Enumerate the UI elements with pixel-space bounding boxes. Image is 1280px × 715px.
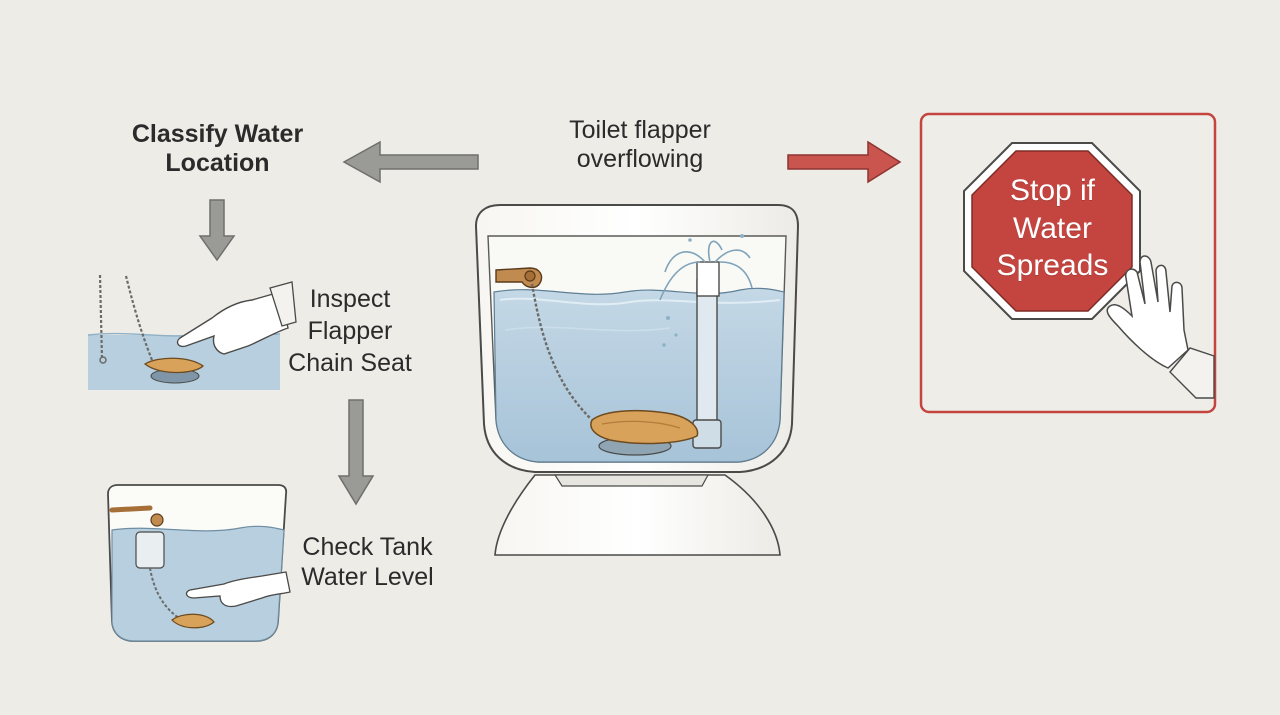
check-tank-illustration xyxy=(107,484,291,642)
step-classify-label: Classify Water Location xyxy=(131,120,304,177)
step-inspect-label: Inspect Flapper Chain Seat xyxy=(288,285,412,377)
step-check-label: Check Tank Water Level xyxy=(301,533,434,591)
hand-icon xyxy=(1106,255,1215,399)
water-spray xyxy=(659,240,753,301)
arrow-to-warning xyxy=(787,140,902,184)
warning-panel xyxy=(919,112,1217,414)
stop-sign-icon xyxy=(963,142,1141,320)
warning-text: Stop if Water Spreads xyxy=(996,174,1109,282)
toilet-tank-illustration xyxy=(474,204,800,556)
arrow-inspect-to-check xyxy=(337,399,375,506)
arrow-classify-to-inspect xyxy=(198,199,236,262)
title-label: Toilet flapper overflowing xyxy=(569,116,711,173)
arrow-to-classify xyxy=(342,140,479,184)
inspect-flapper-illustration xyxy=(87,274,297,390)
